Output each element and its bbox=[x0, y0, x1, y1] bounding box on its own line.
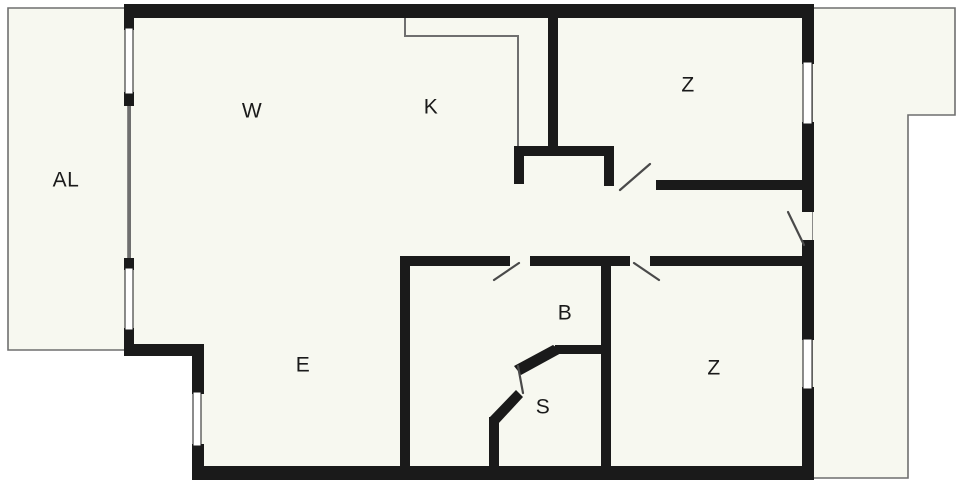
wall-mid-seg2 bbox=[530, 256, 630, 266]
wall-alcove-right bbox=[604, 146, 614, 186]
door-swings bbox=[492, 162, 806, 395]
room-label-k: K bbox=[424, 96, 439, 119]
wall-e-right bbox=[400, 256, 410, 476]
window-bottom-left bbox=[192, 391, 202, 447]
room-labels: AL W K Z E B S Z bbox=[53, 74, 721, 419]
interior-walls bbox=[400, 8, 808, 476]
room-label-z-bottom: Z bbox=[707, 357, 720, 380]
wall-bs-right bbox=[601, 256, 611, 476]
wall-bottom bbox=[192, 466, 812, 480]
wall-k-z-vertical bbox=[548, 8, 558, 148]
window-right-lower bbox=[802, 338, 813, 390]
kitchen-counter-line bbox=[404, 10, 519, 148]
wall-alcove-left bbox=[514, 146, 524, 184]
kitchen-counter bbox=[404, 10, 519, 148]
door-z-top-leaf bbox=[618, 162, 652, 192]
room-label-al: AL bbox=[53, 169, 80, 192]
room-label-w: W bbox=[242, 100, 262, 123]
wall-left-seg4 bbox=[124, 328, 134, 354]
room-label-s: S bbox=[536, 396, 551, 419]
wall-mid-seg1 bbox=[400, 256, 510, 266]
wall-right-seg4 bbox=[802, 387, 814, 480]
window-right-upper bbox=[802, 61, 813, 125]
wall-alcove-horizontal bbox=[514, 146, 614, 156]
wall-right-seg2 bbox=[802, 122, 814, 212]
wall-mid-seg3 bbox=[650, 256, 808, 266]
wall-top bbox=[128, 4, 812, 18]
terrace-right-fill bbox=[811, 7, 956, 479]
wall-s-angled-upper bbox=[514, 345, 563, 375]
room-label-e: E bbox=[296, 354, 311, 377]
door-hall-left-leaf bbox=[492, 261, 521, 282]
wall-left-thin-mid bbox=[128, 106, 131, 258]
wall-s-left bbox=[489, 417, 499, 476]
interior-floor bbox=[128, 8, 812, 478]
window-left-lower bbox=[124, 267, 134, 331]
wall-s-angled-lower bbox=[489, 390, 523, 424]
wall-step-horizontal bbox=[124, 344, 204, 356]
wall-left-seg1 bbox=[124, 4, 134, 30]
wall-step-vertical-1 bbox=[192, 344, 204, 394]
wall-z-top-bottom bbox=[656, 180, 808, 190]
wall-b-bottom bbox=[555, 345, 605, 354]
room-label-z-top: Z bbox=[681, 74, 694, 97]
windows bbox=[124, 27, 813, 447]
interior-floor-fill bbox=[128, 8, 812, 478]
window-left-upper bbox=[124, 27, 134, 95]
door-s-upper-leaf bbox=[516, 364, 525, 395]
wall-right-seg3 bbox=[802, 240, 814, 340]
door-hall-right-leaf bbox=[632, 261, 661, 282]
room-label-b: B bbox=[558, 302, 573, 325]
wall-left-seg2 bbox=[124, 92, 134, 106]
door-right-ext-leaf bbox=[786, 210, 806, 247]
wall-right-seg1 bbox=[802, 4, 814, 64]
wall-left-seg3 bbox=[124, 258, 134, 270]
exterior-walls bbox=[124, 4, 814, 480]
